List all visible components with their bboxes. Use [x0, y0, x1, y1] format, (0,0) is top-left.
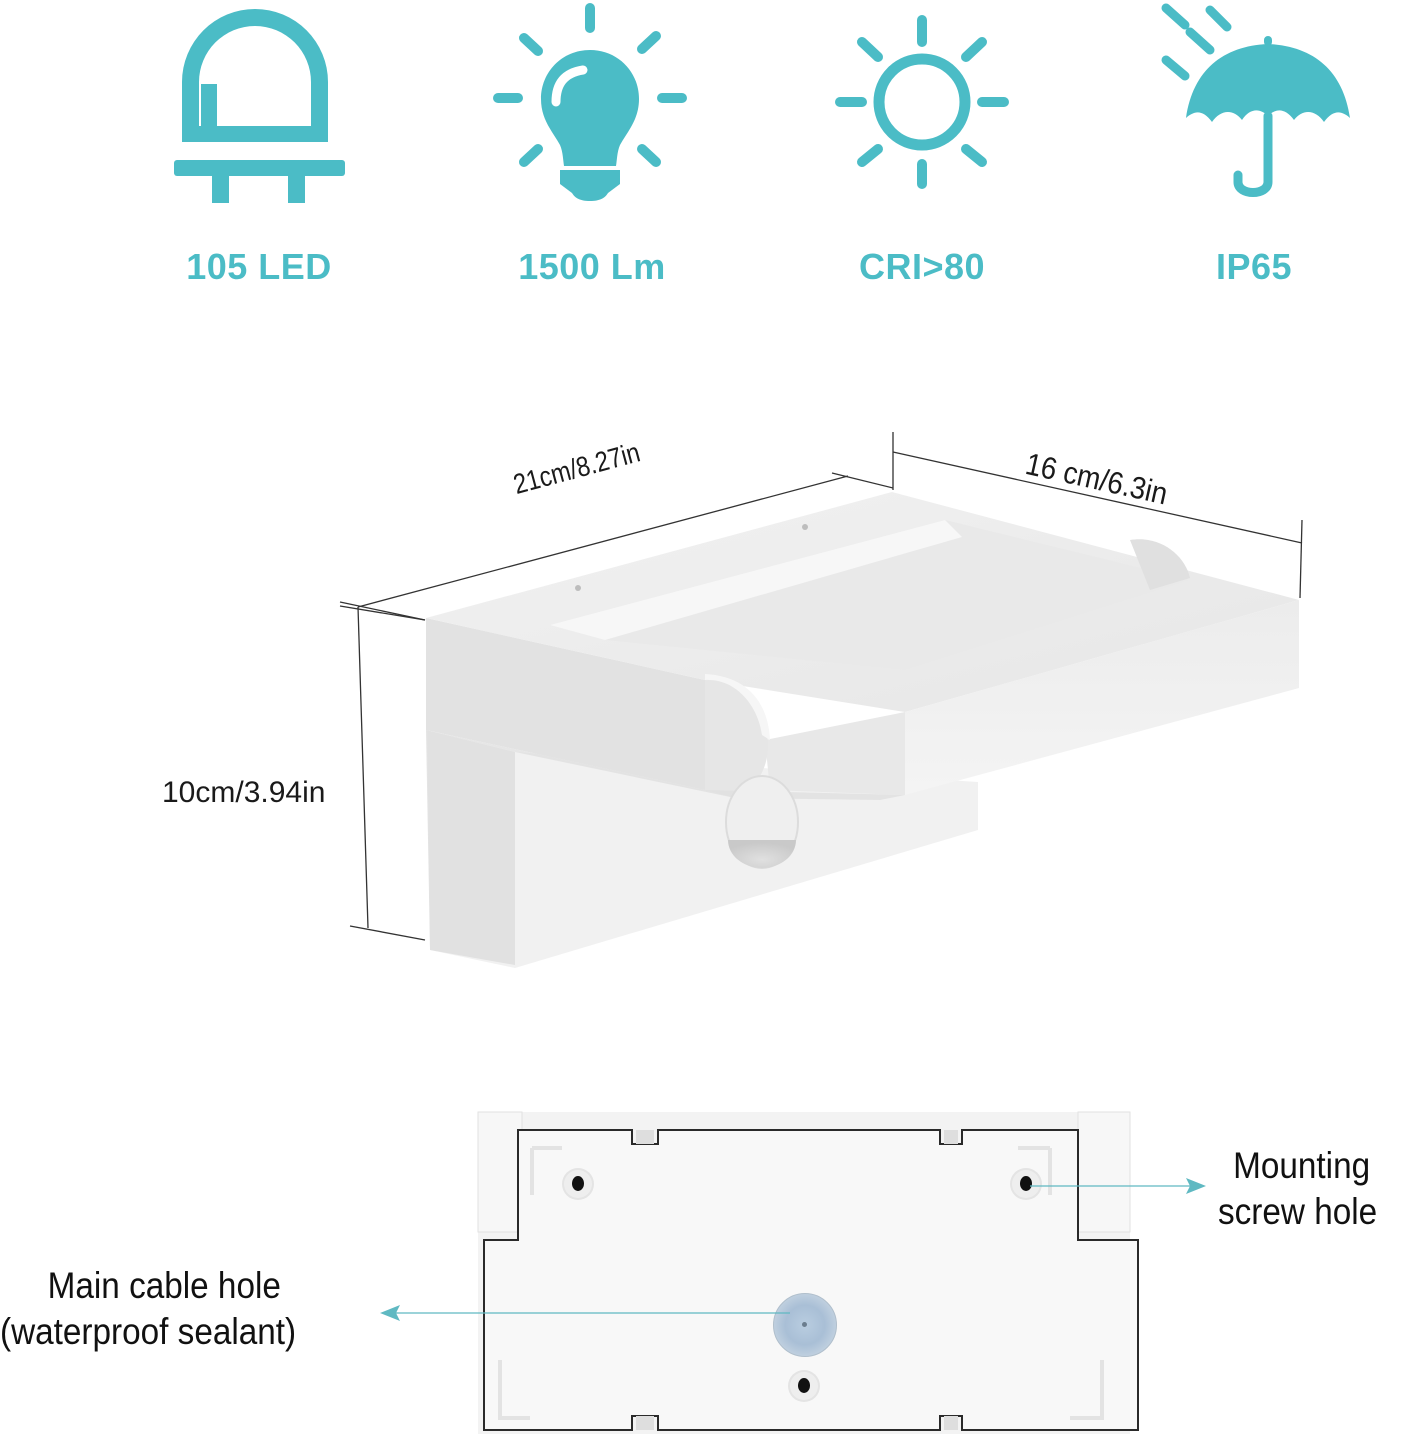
main-cable-hole-callout: Main cable hole (waterproof sealant): [0, 1263, 296, 1355]
feature-label-cri: CRI>80: [858, 246, 986, 287]
cable-callout-line2: (waterproof sealant): [0, 1311, 297, 1352]
light-bulb-icon: [490, 0, 690, 205]
mounting-screw-hole-right: [1012, 1170, 1040, 1198]
led-diode-icon: [172, 2, 347, 207]
cable-callout-line1: Main cable hole: [47, 1265, 281, 1306]
bottom-screw-hole: [790, 1372, 818, 1400]
sun-icon: [832, 12, 1012, 192]
product-dimension-view: 21cm/8.27in 16 cm/6.3in 10cm/3.94in: [162, 432, 1303, 968]
feature-label-led: 105 LED: [186, 246, 332, 287]
umbrella-rain-icon: [1158, 0, 1353, 205]
feature-label-ip: IP65: [1215, 246, 1293, 287]
back-plate-view: [470, 1100, 1150, 1434]
mounting-screw-hole-callout: Mounting screw hole: [1218, 1143, 1377, 1235]
mounting-screw-hole-left: [564, 1170, 592, 1198]
feature-label-lumens: 1500 Lm: [518, 246, 666, 287]
mounting-callout-line2: screw hole: [1218, 1191, 1378, 1232]
cable-hole-sealant: [773, 1293, 837, 1357]
height-dimension-label: 10cm/3.94in: [162, 776, 326, 809]
mounting-callout-line1: Mounting: [1233, 1145, 1371, 1186]
